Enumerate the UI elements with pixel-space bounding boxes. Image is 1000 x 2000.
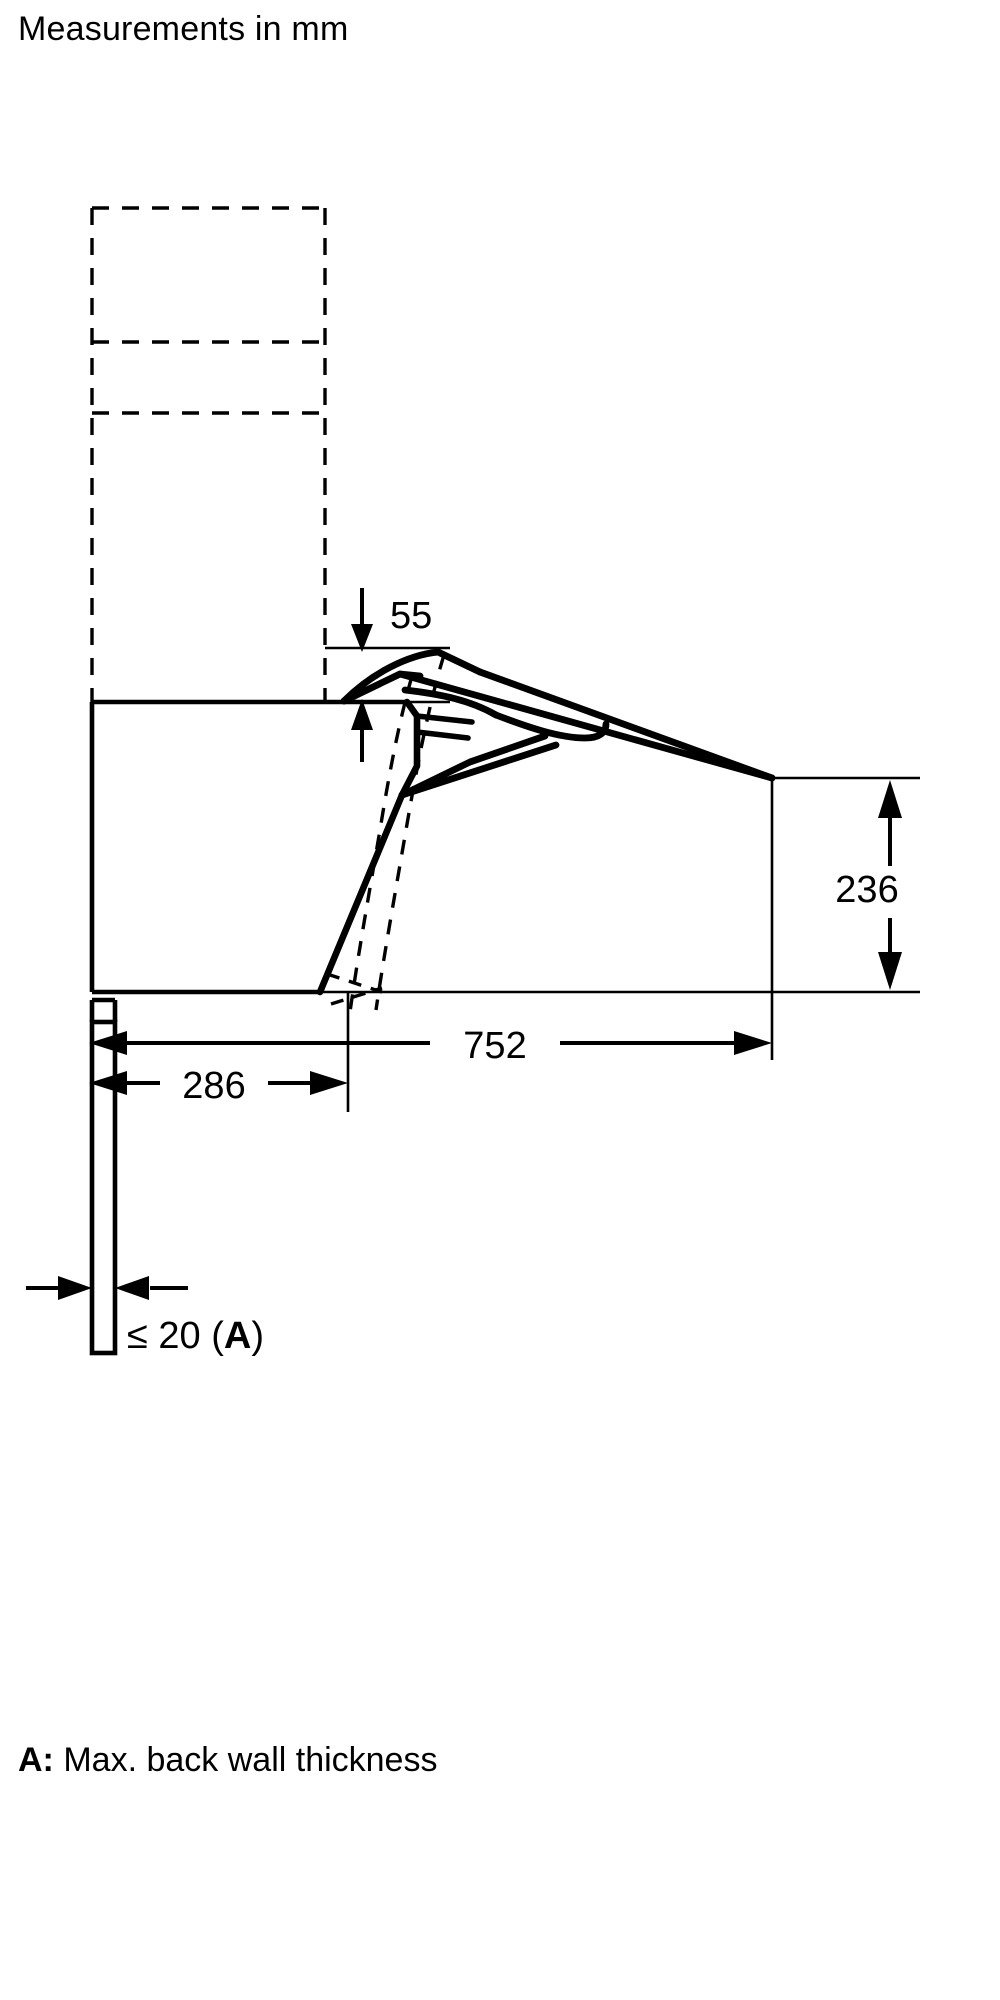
dim-wall-right-arrowhead: [115, 1276, 149, 1300]
dim-752-left-arrowhead: [89, 1031, 127, 1055]
dim-55-lower-arrowhead: [351, 699, 373, 730]
hinge-bracket-bar-2: [414, 729, 471, 741]
dimension-wall-thickness: [26, 1276, 188, 1300]
hood-front-lower-slant: [316, 791, 406, 996]
back-wall-strip: [89, 997, 118, 1356]
hood-front-slant: [316, 698, 421, 996]
flap-closed-position-dashed: [348, 654, 446, 1013]
dimension-label-wall-thickness: ≤ 20 (A): [127, 1315, 264, 1357]
dimension-236: [878, 780, 902, 990]
canopy-upper-crest: [340, 648, 442, 705]
cabinet-dashed-outline: [90, 206, 327, 702]
page-title: Measurements in mm: [18, 10, 349, 48]
dimension-55: [351, 588, 373, 762]
canopy-strut-lower: [398, 741, 560, 799]
footnote-key: A:: [18, 1741, 54, 1779]
hood-nose-profile: [398, 698, 421, 799]
dimension-286: [89, 1071, 348, 1095]
dim-286-left-arrowhead: [89, 1071, 127, 1095]
dim-55-upper-arrowhead: [351, 624, 373, 652]
footnote-text: Max. back wall thickness: [53, 1741, 438, 1779]
dimension-752: [89, 1031, 772, 1055]
dim-wall-left-arrowhead: [58, 1276, 92, 1300]
wall-dim-ref: A: [224, 1315, 251, 1357]
dim-286-right-arrowhead: [310, 1071, 348, 1095]
pivot-detail-dashed: [326, 972, 383, 1006]
canopy-strut-upper: [398, 732, 549, 799]
pivot-dash-b: [330, 986, 383, 1006]
canopy-flap-assembly: [340, 648, 776, 799]
canopy-upper-blade: [396, 670, 776, 782]
dimension-label-286: 286: [182, 1065, 245, 1107]
dim-236-upper-arrowhead: [878, 780, 902, 818]
dim-236-lower-arrowhead: [878, 952, 902, 990]
canopy-mid-rib: [401, 686, 500, 719]
flap-closed-outer-edge: [374, 654, 446, 1011]
wall-dim-tail: ): [251, 1315, 264, 1357]
dim-752-right-arrowhead: [734, 1031, 772, 1055]
canopy-blade-underside: [476, 668, 776, 782]
canopy-tip-edge: [434, 648, 484, 676]
dimension-label-55: 55: [390, 595, 432, 637]
pivot-dash-a: [326, 972, 383, 994]
back-wall-rect: [89, 1019, 118, 1356]
dimension-label-752: 752: [463, 1025, 526, 1067]
canopy-deflector-lip: [492, 711, 610, 742]
extension-lines: [320, 646, 920, 1112]
wall-dim-plain: ≤ 20 (: [127, 1315, 224, 1357]
footnote-legend: A: Max. back wall thickness: [18, 1738, 437, 1782]
dimension-label-236: 236: [835, 869, 898, 911]
